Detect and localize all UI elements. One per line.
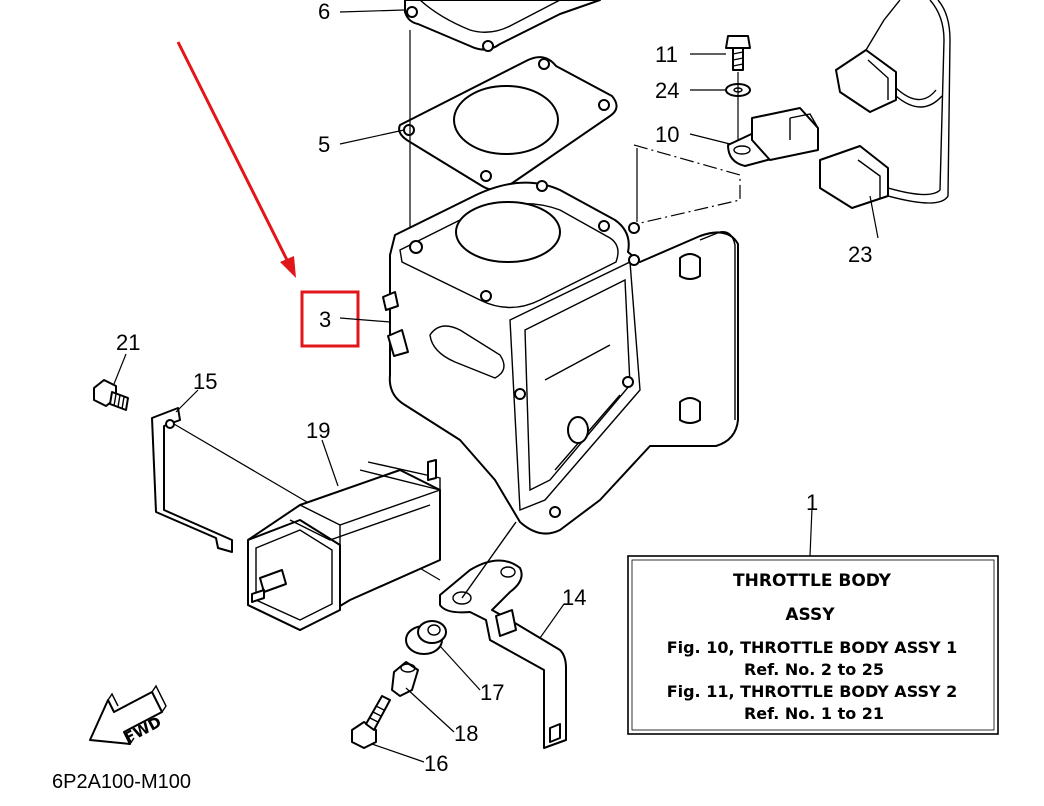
legend-box: THROTTLE BODY ASSY Fig. 10, THROTTLE BOD… xyxy=(627,555,999,735)
callout-1: 1 xyxy=(806,490,818,515)
part-5-gasket xyxy=(398,56,618,191)
fwd-arrow-icon: FWD xyxy=(89,684,167,747)
part-14-bracket xyxy=(439,521,567,749)
callout-14: 14 xyxy=(562,585,586,610)
legend-line-4: Ref. No. 1 to 21 xyxy=(744,704,884,723)
part-10-sensor xyxy=(727,72,819,167)
callout-3: 3 xyxy=(319,307,331,332)
callout-24: 24 xyxy=(655,78,679,103)
callout-6: 6 xyxy=(318,0,330,24)
part-3-throttle-body xyxy=(382,180,739,535)
part-11-bolt xyxy=(725,35,751,71)
callout-15: 15 xyxy=(193,369,217,394)
part-16-bolt xyxy=(351,695,391,749)
assembly-guide-line xyxy=(633,144,741,225)
part-17-grommet xyxy=(405,620,447,655)
leader-lines xyxy=(113,9,879,763)
callout-10: 10 xyxy=(655,122,679,147)
part-23-harness xyxy=(819,0,951,209)
callout-21: 21 xyxy=(116,330,140,355)
legend-line-1: Fig. 10, THROTTLE BODY ASSY 1 xyxy=(667,638,958,657)
legend-title-line2: ASSY xyxy=(785,605,835,625)
callout-19: 19 xyxy=(306,418,330,443)
callout-16: 16 xyxy=(424,751,448,776)
callout-17: 17 xyxy=(480,680,504,705)
callout-5: 5 xyxy=(318,132,330,157)
callout-labels: 6 5 3 11 24 10 23 1 21 15 19 14 17 18 16 xyxy=(116,0,872,776)
part-19-canister xyxy=(247,459,441,631)
part-18-collar xyxy=(391,661,419,697)
highlight-arrow-shaft xyxy=(176,41,290,263)
legend-title-line1: THROTTLE BODY xyxy=(733,571,892,591)
highlight-arrowhead xyxy=(280,256,296,278)
callout-11: 11 xyxy=(655,42,678,67)
part-6-plate xyxy=(404,0,601,52)
legend-line-3: Fig. 11, THROTTLE BODY ASSY 2 xyxy=(667,682,958,701)
callout-18: 18 xyxy=(454,721,478,746)
callout-23: 23 xyxy=(848,242,872,267)
part-21-bolt xyxy=(93,379,129,411)
legend-line-2: Ref. No. 2 to 25 xyxy=(744,660,884,679)
part-15-bracket xyxy=(151,407,233,553)
diagram-code: 6P2A100-M100 xyxy=(52,771,191,793)
